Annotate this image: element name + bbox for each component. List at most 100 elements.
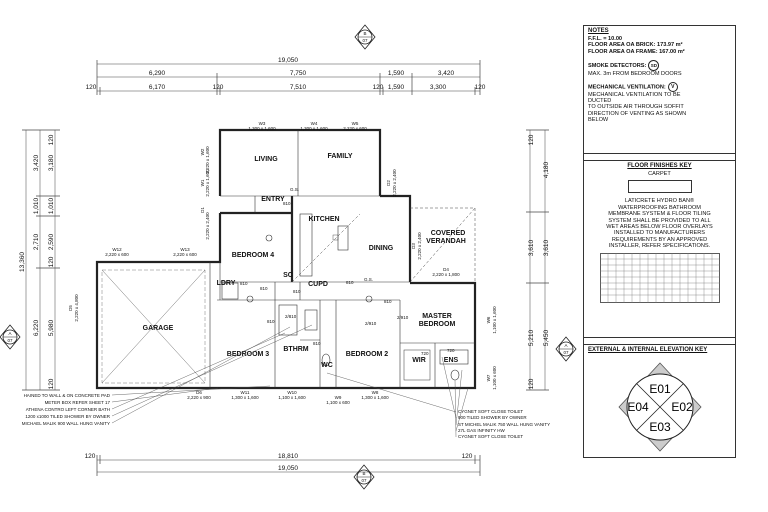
dim-right-upper-1: 4,180: [543, 161, 550, 178]
door-size: 2/810: [285, 314, 297, 319]
elevation-key-diagram: E01 E02 E03 E04: [618, 362, 702, 452]
dim-left-overall: 13,360: [19, 252, 26, 272]
dim-top-overall: 19,050: [278, 57, 298, 64]
door-size: 2/910: [397, 315, 409, 320]
tiling-line: SYSTEM SHALL BE PROVIDED TO ALL: [608, 217, 711, 224]
dim-left-end-1: 120: [48, 134, 55, 145]
dim-left-lower-1: 3,180: [48, 154, 55, 171]
dim-right-lower-2: 5,210: [528, 329, 535, 346]
callout-right-3: ST MICHEL MALIK 750 WALL HUNG VANITY: [458, 422, 550, 427]
tiling-line: WET AREAS BELOW FLOOR OVERLAYS: [606, 224, 713, 231]
room-entry: ENTRY: [261, 196, 285, 203]
dim-left-upper-3: 2,710: [33, 233, 40, 250]
room-verandah-line2: VERANDAH: [426, 238, 466, 245]
dim-bottom-end-left: 120: [85, 453, 96, 460]
callout-leaders: [111, 324, 469, 438]
dim-left-upper-2: 1,010: [33, 197, 40, 214]
section-right-sheet: 07: [563, 350, 569, 355]
tag-w13-size: 2,220 x 600: [173, 252, 197, 257]
door-size: 810: [293, 289, 301, 294]
room-master-line2: BEDROOM: [419, 321, 456, 328]
tag-d3: D3: [411, 243, 416, 249]
callouts-right: CYGNET SOFT CLOSE TOILET 900 TILED SHOWE…: [458, 409, 550, 439]
room-bedroom4: BEDROOM 4: [232, 252, 275, 259]
section-top-letter: B: [363, 31, 366, 36]
tag-w10-size: 1,100 x 1,600: [278, 395, 306, 400]
dim-top-upper-4: 3,420: [438, 70, 455, 77]
section-bottom-letter: B: [362, 471, 365, 476]
room-bthrm: BTHRM: [283, 346, 308, 353]
room-dining: DINING: [369, 245, 394, 252]
opening-tags: W3 1,300 x 1,600 W4 1,300 x 1,600 W5 2,2…: [68, 121, 497, 405]
elevation-key-heading: EXTERNAL & INTERNAL ELEVATION KEY: [588, 347, 708, 353]
gs-label: G.S.: [290, 187, 299, 192]
dim-top-upper-3: 1,590: [388, 70, 405, 77]
tiling-line: MEMBRANE SYSTEM & FLOOR TILING: [608, 211, 711, 218]
tag-d5: D5: [68, 305, 73, 311]
tag-w2: W2: [200, 148, 205, 155]
room-ldry: LDRY: [217, 280, 236, 287]
section-left-letter: A: [8, 331, 11, 336]
tag-w12-size: 2,220 x 600: [105, 252, 129, 257]
dim-bottom-outer: 19,050: [278, 465, 298, 472]
tiling-line: INSTALLED TO MANUFACTURERS: [613, 230, 706, 237]
tag-w7: W7: [486, 374, 491, 381]
section-bottom-sheet: 07: [361, 478, 367, 483]
callout-right-4: 27L GAS INFINITY HW: [458, 428, 506, 433]
tag-d6-size: 2,220 x 900: [187, 395, 211, 400]
dim-top-upper-2: 7,750: [290, 70, 307, 77]
room-bedroom2: BEDROOM 2: [346, 351, 389, 358]
dim-left-upper-1: 3,420: [33, 154, 40, 171]
ventilation-icon: V: [667, 81, 678, 92]
elevation-e02: E02: [671, 400, 693, 414]
dim-top-lower-5: 120: [373, 84, 384, 91]
mech-vent-line: DIRECTION OF VENTING AS SHOWN: [588, 110, 687, 117]
section-marker-left: A 07: [0, 324, 21, 350]
tag-w4-size: 1,300 x 1,600: [300, 126, 328, 131]
tiling-line: WATERPROOFING BATHROOM: [618, 204, 701, 211]
dim-bottom-end-right: 120: [462, 453, 473, 460]
tiling-line: REQUIREMENTS BY AN APPROVED: [611, 236, 708, 243]
dim-top-lower-3: 120: [213, 84, 224, 91]
tag-d2-size: 2,220 x 2,400: [392, 169, 397, 197]
room-master-line1: MASTER: [422, 313, 452, 320]
mech-vent-title: MECHANICAL VENTILATION:: [588, 84, 666, 91]
right-dimensions: 120 4,180 3,610 3,610 5,210 5,450 120: [526, 129, 550, 391]
tag-d4-size: 2,220 x 1,800: [432, 272, 460, 277]
mech-vent-line: BELOW: [588, 117, 609, 124]
dim-right-upper-2: 3,610: [543, 239, 550, 256]
callout-left-5: MICHAEL MALIK 900 WALL HUNG VANITY: [22, 421, 110, 426]
tag-d3-size: 2,220 x 2,400: [417, 232, 422, 260]
tag-w9: W9: [335, 395, 342, 400]
room-garage: GARAGE: [143, 325, 174, 332]
notes-panel: NOTES F.F.L. = 10.00 FLOOR AREA OA BRICK…: [583, 25, 736, 458]
tag-w1: W1: [200, 179, 205, 186]
bathroom-fixtures: [221, 234, 469, 381]
room-sc: SC: [283, 272, 293, 279]
kitchen-bench: [299, 213, 349, 277]
mech-vent-line: DUCTED: [588, 98, 612, 105]
door-size: 810: [267, 319, 275, 324]
room-kitchen: KITCHEN: [308, 216, 339, 223]
tag-w5-size: 2,220 x 600: [343, 126, 367, 131]
dim-left-end-2: 120: [48, 256, 55, 267]
tag-w4: W4: [311, 121, 318, 126]
tag-w8: W8: [372, 390, 379, 395]
tag-w13: W13: [180, 247, 190, 252]
door-size: 810: [313, 341, 321, 346]
elevation-e01: E01: [649, 382, 671, 396]
room-wc: WC: [321, 362, 333, 369]
smoke-detector-icon: SD: [648, 60, 660, 72]
door-size: 810: [384, 299, 392, 304]
tag-w7-size: 1,100 x 600: [492, 366, 497, 390]
door-size: 810: [240, 281, 248, 286]
dim-left-lower-3: 2,590: [48, 233, 55, 250]
dim-right-upper-3: 5,450: [543, 329, 550, 346]
room-cupd: CUPD: [308, 281, 328, 288]
callouts-left: HAINED TO WALL & ON CONCRETE PAD METER B…: [22, 393, 111, 426]
tag-d4: D4: [443, 267, 449, 272]
callout-left-3: ATHENA CONTRO LEFT CORNER BATH: [26, 407, 110, 412]
left-dimensions: 13,360 3,420 1,010 2,710 6,220 3,180 1,0…: [19, 129, 60, 391]
callout-left-2: METER BOX REFER SHEET 17: [45, 400, 111, 405]
